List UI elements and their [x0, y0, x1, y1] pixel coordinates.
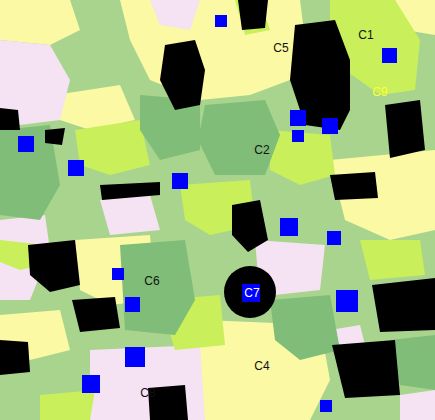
region-label: C6: [144, 274, 159, 288]
region-label: C1: [358, 28, 373, 42]
region-label: C4: [254, 359, 269, 373]
region-label: C9: [372, 85, 387, 99]
region-label: C8: [140, 386, 155, 400]
region-label: C2: [254, 143, 269, 157]
region-label: C7: [244, 286, 259, 300]
region-label: C5: [273, 41, 288, 55]
